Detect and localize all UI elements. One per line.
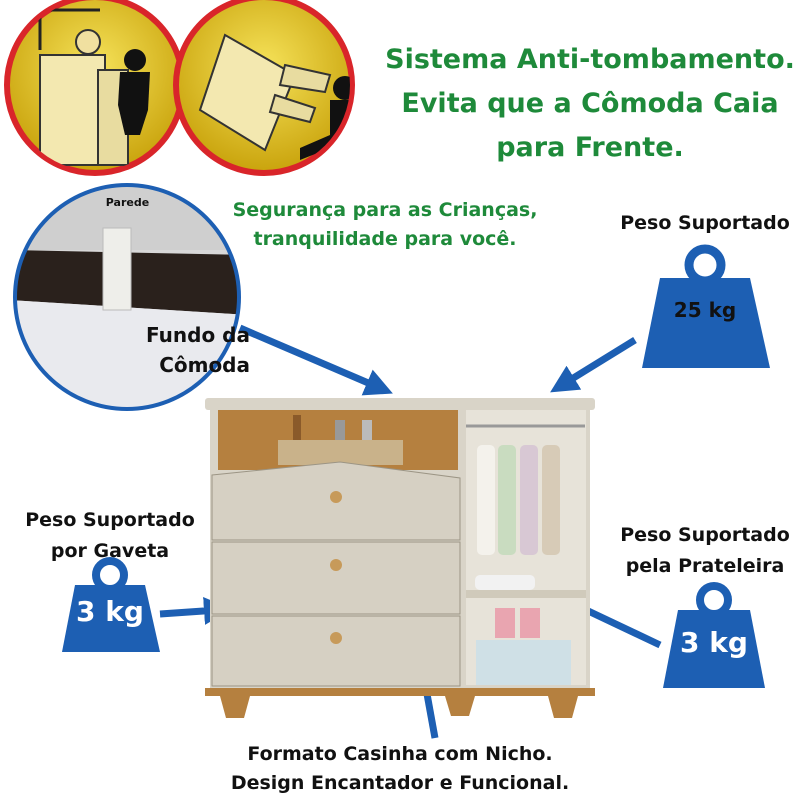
subtitle: Segurança para as Crianças, tranquilidad… (205, 196, 565, 254)
drawer-weight-title: Peso Suportado por Gaveta (0, 505, 220, 567)
headline-line-3: para Frente. (496, 132, 684, 163)
footer-line-1: Formato Casinha com Nicho. (247, 743, 553, 765)
arrow-to-top (550, 337, 637, 393)
dresser-back-line-1: Fundo da (146, 323, 250, 347)
weight-icon-drawer-3kg (62, 557, 160, 652)
headline-line-2: Evita que a Cômoda Caia (401, 88, 779, 119)
shelf-weight-value: 3 kg (680, 626, 748, 659)
top-weight-value: 25 kg (673, 298, 737, 322)
shelf-weight-title-line-1: Peso Suportado (620, 524, 790, 546)
dresser-back-label: Fundo da Cômoda (100, 320, 250, 380)
wall-label: Parede (105, 196, 150, 209)
dresser-illustration (205, 398, 595, 718)
footer-line-2: Design Encantador e Funcional. (230, 772, 570, 794)
arrow-to-drawer (159, 596, 232, 625)
subtitle-line-1: Segurança para as Crianças, (232, 199, 538, 221)
footer-caption: Formato Casinha com Nicho. Design Encant… (100, 740, 700, 798)
headline-line-1: Sistema Anti-tombamento. (385, 44, 795, 75)
weight-icon-25kg (642, 244, 770, 368)
weight-icon-shelf-3kg (663, 582, 765, 688)
shelf-weight-title: Peso Suportado pela Prateleira (600, 520, 800, 582)
warning-circle-falling (173, 0, 355, 176)
anti-tip-detail-photo (13, 183, 241, 411)
warning-circle-climbing (4, 0, 186, 176)
headline: Sistema Anti-tombamento. Evita que a Côm… (360, 38, 800, 170)
drawer-weight-title-line-2: por Gaveta (50, 540, 170, 562)
drawer-weight-value: 3 kg (76, 595, 144, 628)
arrow-to-back (238, 324, 393, 396)
top-weight-title: Peso Suportado (620, 212, 790, 234)
drawer-weight-title-line-1: Peso Suportado (25, 509, 195, 531)
dresser-back-line-2: Cômoda (159, 353, 250, 377)
subtitle-line-2: tranquilidade para você. (253, 228, 517, 250)
shelf-weight-title-line-2: pela Prateleira (625, 555, 785, 577)
